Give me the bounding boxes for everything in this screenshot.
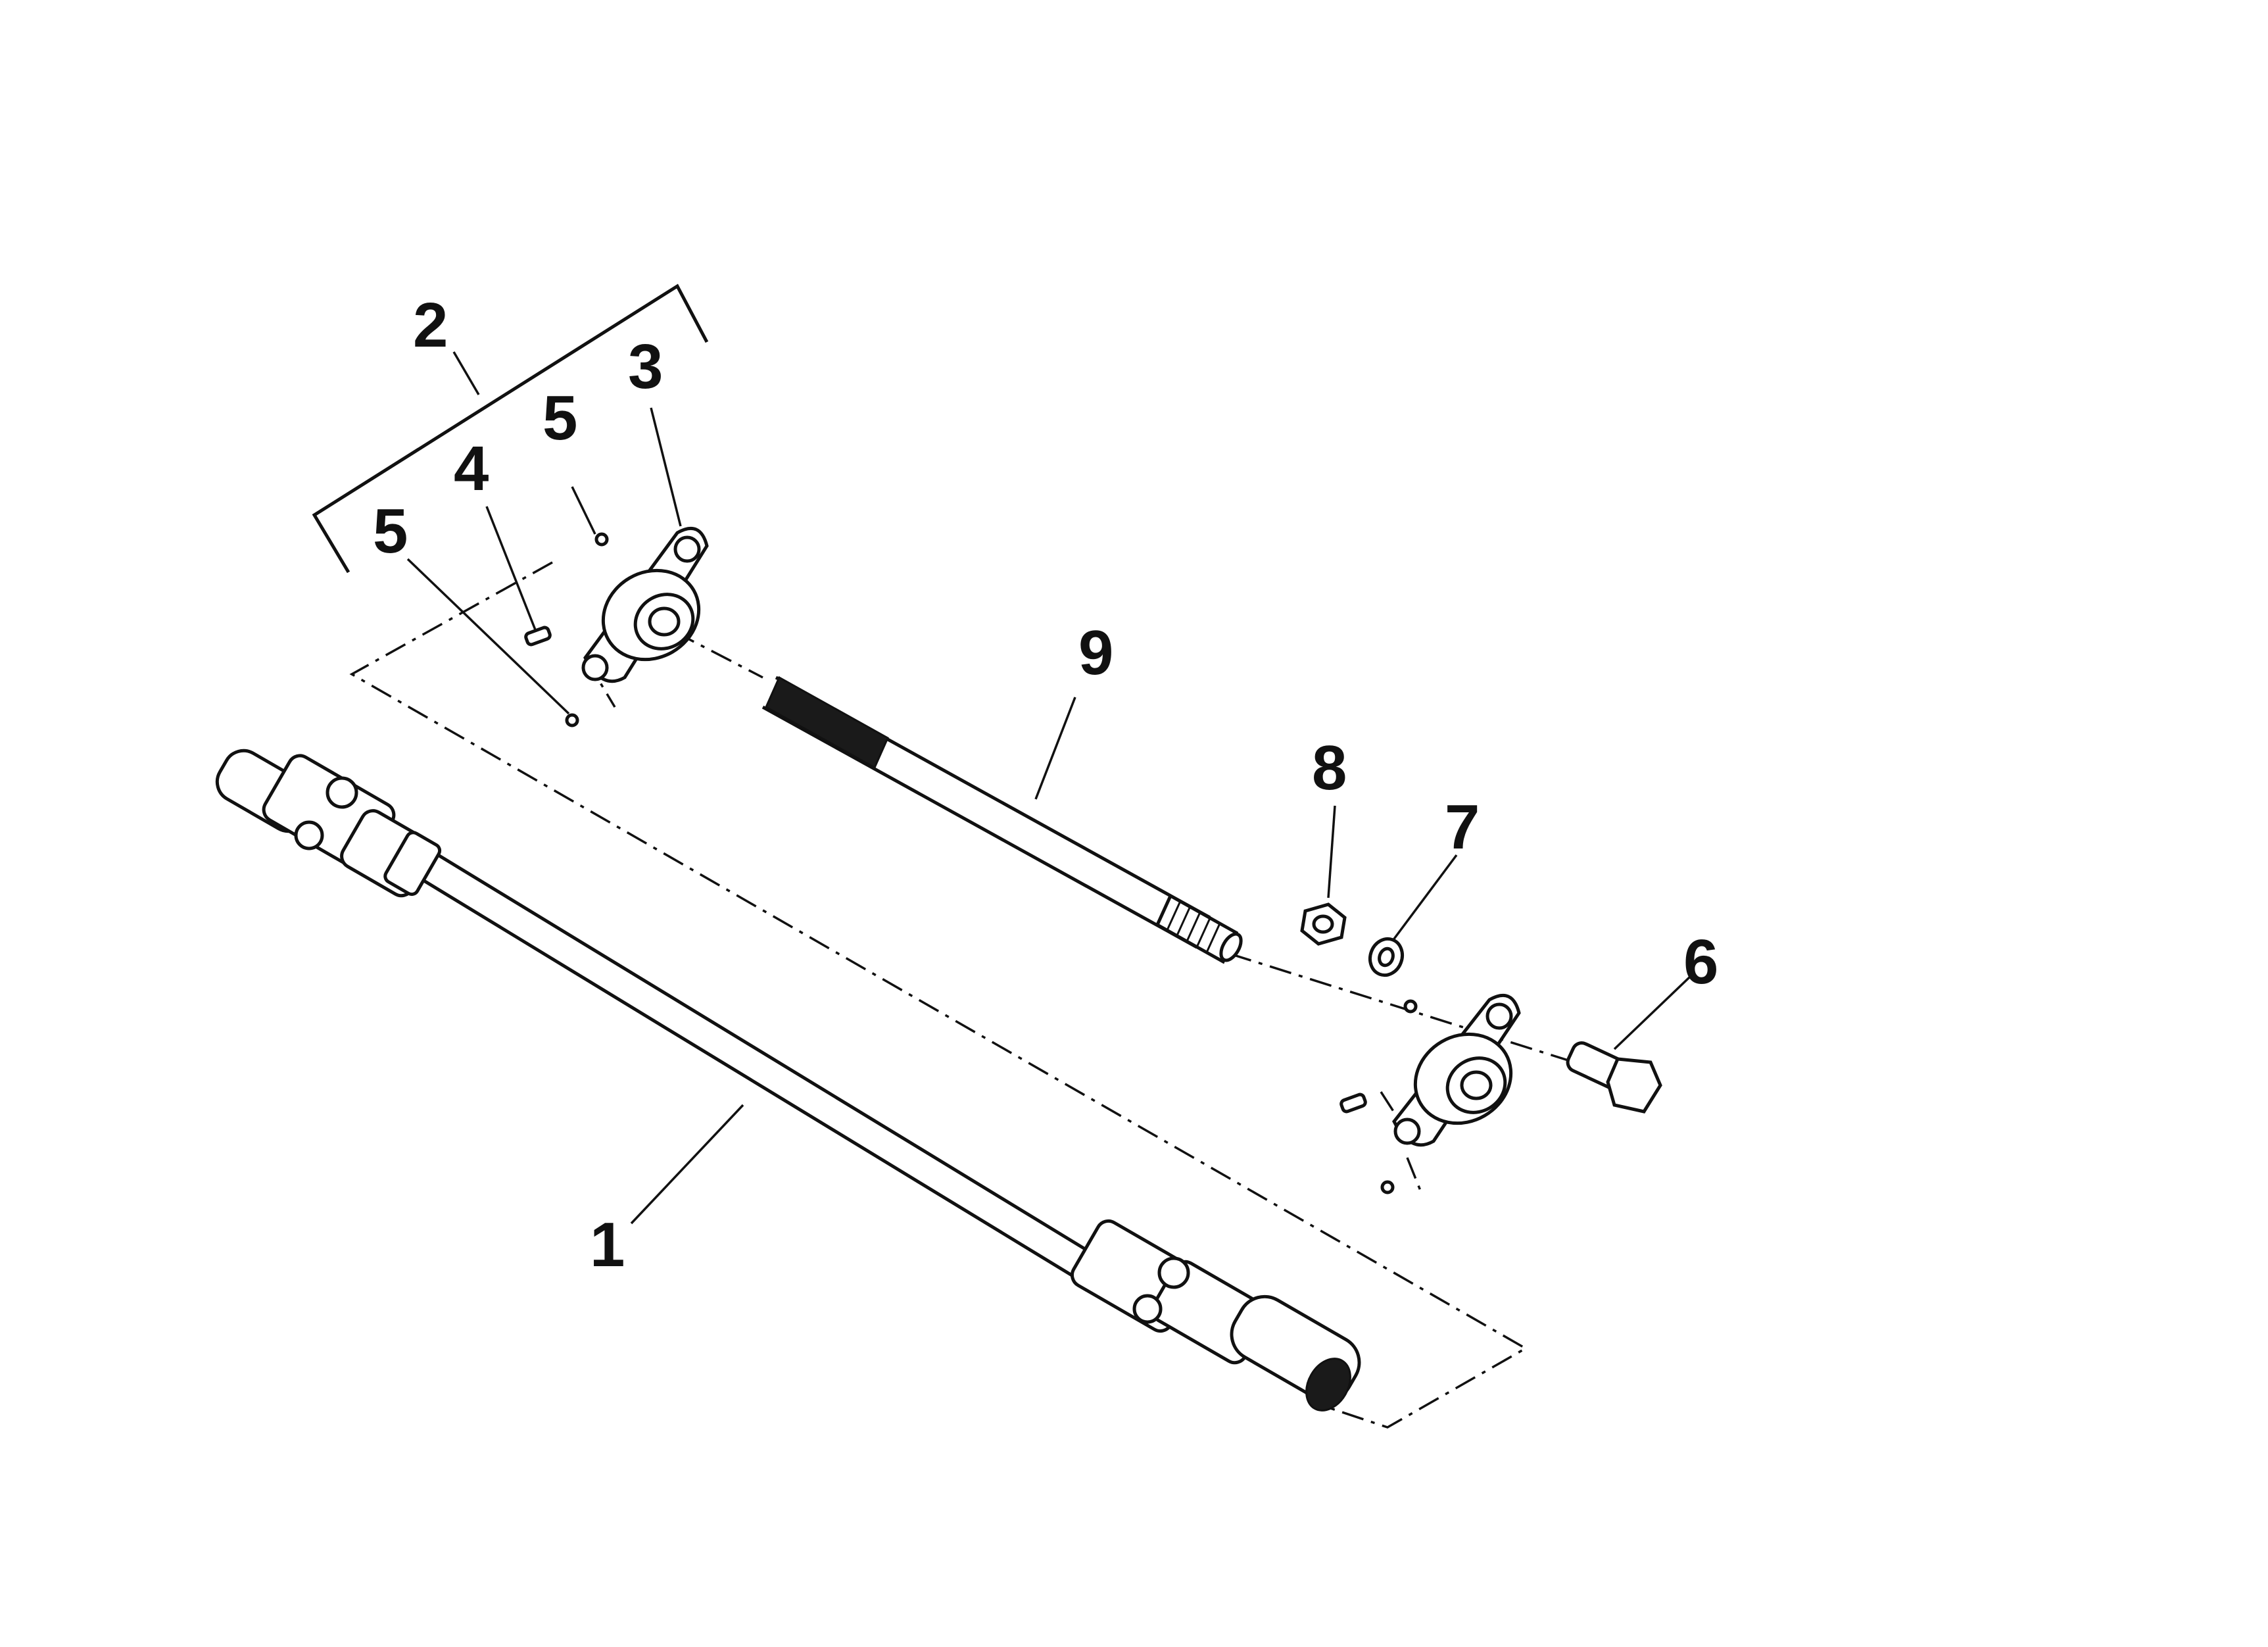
callout-4: 4 (454, 433, 489, 504)
washer (1368, 937, 1405, 977)
callout-1: 1 (590, 1210, 625, 1280)
callout-5-upper: 5 (543, 383, 578, 453)
flange-bearing-upper (581, 526, 709, 683)
flange-bearing-lower (1392, 993, 1521, 1147)
small-fasteners (524, 532, 1418, 1194)
callout-6: 6 (1683, 927, 1719, 997)
callout-2: 2 (413, 290, 448, 360)
callout-9: 9 (1078, 618, 1114, 688)
assembly-bracket (312, 283, 709, 574)
callout-8: 8 (1312, 733, 1347, 803)
leader-lines (406, 351, 1691, 1225)
drive-shaft-assembly (215, 749, 1361, 1412)
hex-bolt (1566, 1041, 1662, 1114)
hex-nut (1300, 902, 1347, 946)
callout-3: 3 (628, 332, 664, 402)
assembly-centerlines (349, 561, 1585, 1429)
threaded-shaft (761, 676, 1243, 964)
callout-7: 7 (1445, 792, 1480, 862)
callout-5-left: 5 (373, 496, 408, 566)
